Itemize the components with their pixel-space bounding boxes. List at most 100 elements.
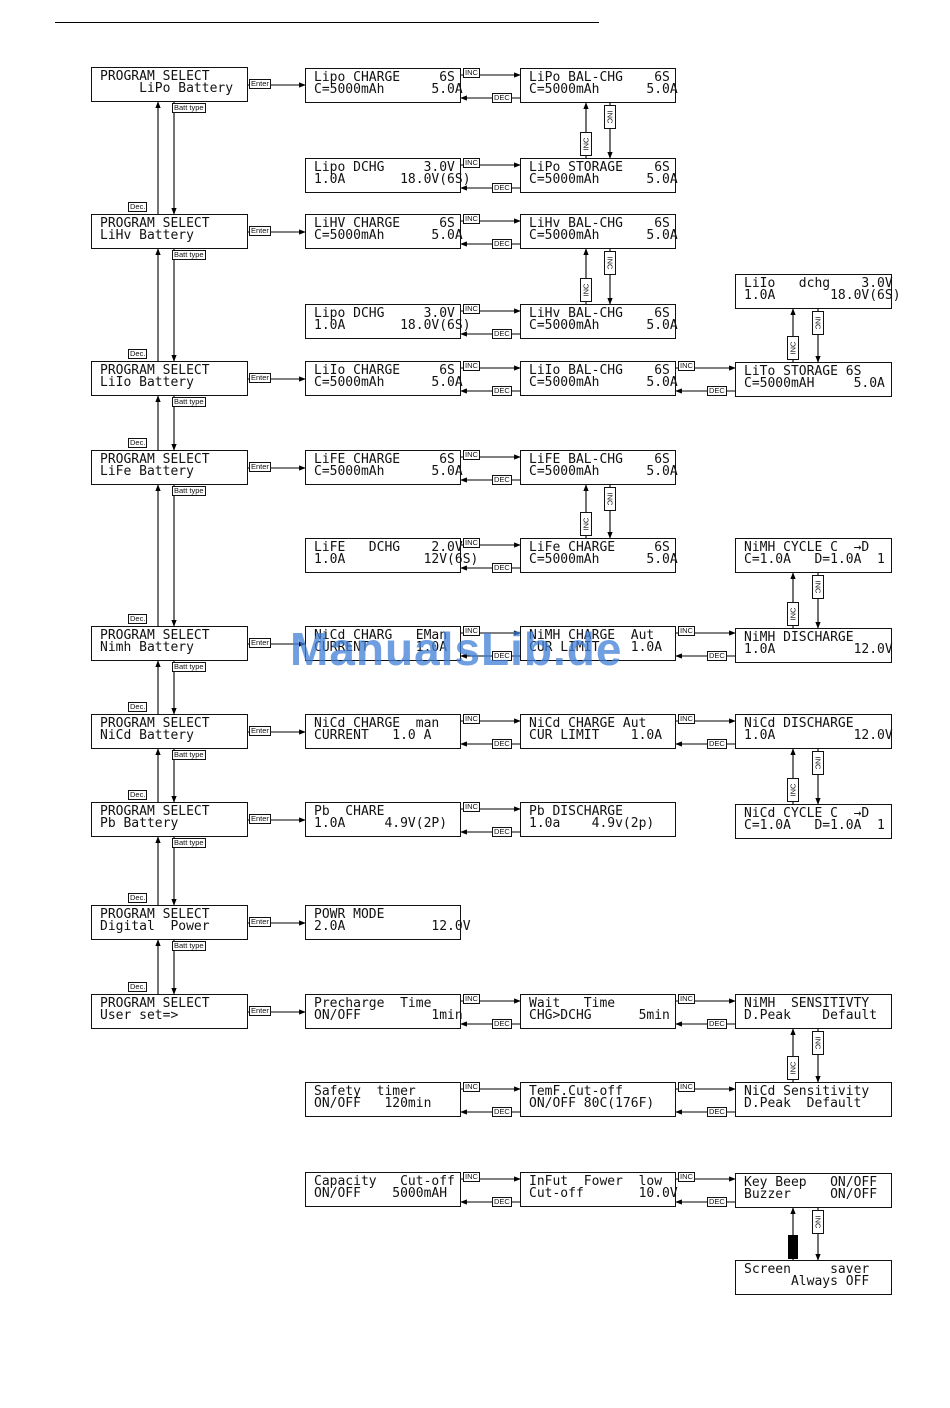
- vtag-label: INC: [788, 607, 798, 621]
- lcd-line: ON/OFF 120min: [314, 1096, 432, 1111]
- dec-tag: Dec.: [128, 790, 148, 800]
- batt-type-tag: Batt type: [172, 250, 206, 260]
- dec-tag: DEC: [492, 1197, 512, 1207]
- lcd-line: Screen saver: [744, 1262, 870, 1277]
- lcd-line: LiIo Battery: [100, 375, 194, 390]
- lcd-line: NiCd CHARGE Aut: [529, 716, 647, 731]
- vtag-label: INC: [605, 110, 615, 124]
- enter-tag: Enter: [249, 226, 271, 236]
- inc-tag: INC: [463, 714, 480, 724]
- lcd-line: LiIo dchg 3.0V: [744, 276, 893, 291]
- lcd-line: PROGRAM SELECT: [100, 628, 210, 643]
- lcd-line: NiCd CHARGE man: [314, 716, 440, 731]
- lcd-line: 1.0A 12.0V: [744, 642, 893, 657]
- lcd-line: Always OFF: [744, 1274, 870, 1289]
- highlight-bar: [788, 1235, 798, 1259]
- enter-tag: Enter: [249, 373, 271, 383]
- inc-tag: INC: [463, 68, 480, 78]
- lcd-line: CURRENT 1.0A: [314, 640, 448, 655]
- lcd-line: C=5000mAh 5.0A: [529, 172, 678, 187]
- dec-tag: Dec.: [128, 438, 148, 448]
- vtag-label: INC: [813, 316, 823, 330]
- lcd-line: CUR LIMIT 1.0A: [529, 728, 663, 743]
- lcd-line: ON/OFF 5000mAH: [314, 1186, 448, 1201]
- inc-tag: INC: [678, 714, 695, 724]
- inc-tag: INC: [463, 450, 480, 460]
- lcd-line: LiPo STORAGE 6S: [529, 160, 670, 175]
- dec-tag: DEC: [707, 739, 727, 749]
- lcd-line: 1.0A 12.0V: [744, 728, 893, 743]
- lcd-line: C=5000mAh 5.0A: [529, 375, 678, 390]
- dec-tag: Dec.: [128, 893, 148, 903]
- header-rule: [55, 22, 599, 23]
- inc-tag: INC: [678, 994, 695, 1004]
- batt-type-tag: Batt type: [172, 941, 206, 951]
- watermark: ManualsLib.de: [290, 623, 623, 675]
- lcd-line: 1.0A 18.0V(6S): [314, 172, 471, 187]
- dec-tag: DEC: [492, 739, 512, 749]
- lcd-line: C=5000mAh 5.0A: [529, 82, 678, 97]
- lcd-line: PROGRAM SELECT: [100, 996, 210, 1011]
- vtag-label: INC: [788, 783, 798, 797]
- lcd-line: Lipo CHARGE 6S: [314, 70, 455, 85]
- lcd-line: C=1.0A D=1.0A 1: [744, 552, 885, 567]
- lcd-line: C=1.0A D=1.0A 1: [744, 818, 885, 833]
- lcd-line: D.Peak Default: [744, 1096, 862, 1111]
- enter-tag: Enter: [249, 917, 271, 927]
- enter-tag: Enter: [249, 638, 271, 648]
- lcd-line: LiFE BAL-CHG 6S: [529, 452, 670, 467]
- lcd-line: C=5000mAh 5.0A: [314, 464, 463, 479]
- inc-tag-vertical: INC: [580, 132, 592, 156]
- lcd-line: Lipo DCHG 3.0V: [314, 160, 455, 175]
- inc-tag-vertical: INC: [812, 1210, 824, 1234]
- lcd-line: 1.0A 12V(6S): [314, 552, 479, 567]
- inc-tag: INC: [678, 1082, 695, 1092]
- lcd-line: Safety timer: [314, 1084, 416, 1099]
- lcd-line: NiMH CYCLE C →D: [744, 540, 870, 555]
- lcd-line: User set=>: [100, 1008, 179, 1023]
- dec-tag: DEC: [492, 1019, 512, 1029]
- vtag-label: INC: [581, 283, 591, 297]
- vtag-label: INC: [581, 137, 591, 151]
- inc-tag-vertical: INC: [812, 575, 824, 599]
- inc-tag: INC: [463, 158, 480, 168]
- inc-tag-vertical: INC: [812, 1031, 824, 1055]
- lcd-line: NiMH DISCHARGE: [744, 630, 854, 645]
- dec-tag: Dec.: [128, 614, 148, 624]
- lcd-line: Buzzer ON/OFF: [744, 1187, 878, 1202]
- lcd-line: LiIo CHARGE 6S: [314, 363, 455, 378]
- inc-tag: INC: [463, 802, 480, 812]
- dec-tag: DEC: [707, 1107, 727, 1117]
- lcd-line: PROGRAM SELECT: [100, 216, 210, 231]
- vtag-label: INC: [605, 492, 615, 506]
- lcd-line: PROGRAM SELECT: [100, 804, 210, 819]
- lcd-line: Lipo DCHG 3.0V: [314, 306, 455, 321]
- lcd-line: TemF.Cut-off: [529, 1084, 623, 1099]
- dec-tag: Dec.: [128, 202, 148, 212]
- lcd-line: C=5000mAh 5.0A: [314, 375, 463, 390]
- inc-tag: INC: [463, 361, 480, 371]
- lcd-screen-ps-lipo: PROGRAM SELECT LiPo Battery: [91, 67, 248, 102]
- lcd-line: PROGRAM SELECT: [100, 716, 210, 731]
- lcd-line: C=5000mAh 5.0A: [314, 82, 463, 97]
- enter-tag: Enter: [249, 1006, 271, 1016]
- dec-tag: DEC: [492, 239, 512, 249]
